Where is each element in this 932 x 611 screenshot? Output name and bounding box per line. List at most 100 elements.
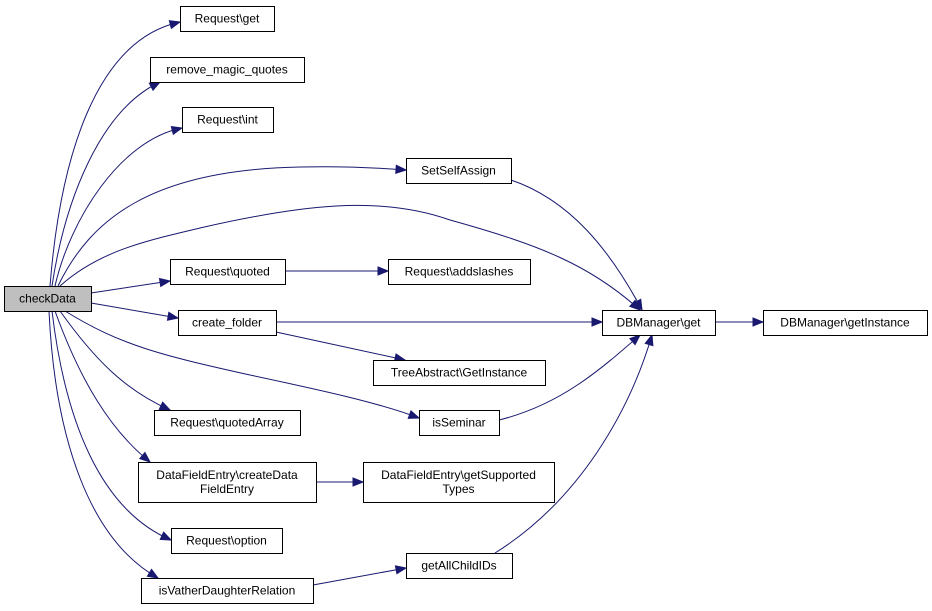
node-box[interactable] xyxy=(388,259,531,285)
node-box[interactable] xyxy=(154,410,301,436)
edge-line xyxy=(275,331,406,361)
edge-setselfassign-to-dbm_get xyxy=(510,179,643,312)
arrowhead-icon xyxy=(632,298,643,312)
arrowhead-icon xyxy=(628,334,642,346)
node-box[interactable] xyxy=(419,410,500,436)
node-box[interactable] xyxy=(182,107,274,133)
node-label: create_folder xyxy=(192,316,262,330)
edge-isseminar-to-dbm_get xyxy=(498,334,642,421)
edge-line xyxy=(57,166,407,287)
edge-checkData-to-remove_magic xyxy=(51,81,162,287)
edge-checkData-to-req_quoted xyxy=(90,277,172,294)
edge-dbm_get-to-dbm_getinstance xyxy=(715,317,765,327)
edge-req_quoted-to-req_addslashes xyxy=(285,266,390,276)
node-req-option[interactable]: Request\option xyxy=(171,528,283,554)
edge-line xyxy=(498,334,641,421)
node-dbm-get[interactable]: DBManager\get xyxy=(602,310,716,336)
arrowhead-icon xyxy=(170,125,184,136)
arrowhead-icon xyxy=(752,317,765,327)
edge-line xyxy=(494,334,653,554)
edge-line xyxy=(54,127,183,287)
edge-isvather-to-getallchildids xyxy=(312,565,408,586)
node-box[interactable] xyxy=(141,578,314,604)
node-label: Request\int xyxy=(197,113,258,127)
node-label: DataFieldEntry\getSupported xyxy=(381,468,536,482)
arrowhead-icon xyxy=(138,451,152,463)
arrowhead-icon xyxy=(168,20,182,30)
node-isseminar[interactable]: isSeminar xyxy=(419,410,500,436)
node-remove-magic[interactable]: remove_magic_quotes xyxy=(150,57,305,83)
node-label: Request\get xyxy=(195,12,260,26)
arrowhead-icon xyxy=(395,164,408,174)
edge-line xyxy=(312,567,407,586)
edge-line xyxy=(48,310,159,579)
nodes-layer: checkData Request\get remove_magic_quotesR… xyxy=(4,6,928,604)
node-req-quotedarray[interactable]: Request\quotedArray xyxy=(154,410,301,436)
arrowhead-icon xyxy=(159,531,173,541)
arrowhead-icon xyxy=(644,333,654,347)
node-box[interactable] xyxy=(373,360,546,386)
edge-checkData-to-isseminar xyxy=(64,310,421,419)
edge-line xyxy=(64,310,420,419)
edge-checkData-to-dbm_get xyxy=(59,204,642,311)
node-tree-getinstance[interactable]: TreeAbstract\GetInstance xyxy=(373,360,546,386)
arrowhead-icon xyxy=(166,311,180,321)
node-box[interactable] xyxy=(138,462,317,503)
node-label: Request\quoted xyxy=(185,265,270,279)
edge-getallchildids-to-dbm_get xyxy=(494,333,654,554)
arrowhead-icon xyxy=(158,401,172,411)
arrowhead-icon xyxy=(394,565,408,575)
node-box[interactable] xyxy=(406,553,513,579)
node-req-get[interactable]: Request\get xyxy=(180,6,275,32)
node-checkData[interactable]: checkData xyxy=(4,286,92,312)
node-label: Request\option xyxy=(186,534,267,548)
edge-checkData-to-dfe_create xyxy=(54,310,152,463)
node-box[interactable] xyxy=(178,310,277,336)
arrowhead-icon xyxy=(352,477,365,487)
arrowhead-icon xyxy=(148,81,162,92)
node-box[interactable] xyxy=(150,57,305,83)
node-req-quoted[interactable]: Request\quoted xyxy=(170,259,286,285)
node-label: Request\addslashes xyxy=(405,265,514,279)
edge-checkData-to-req_quotedarray xyxy=(59,310,172,411)
node-label: FieldEntry xyxy=(200,482,254,496)
node-label: DataFieldEntry\createData xyxy=(156,468,298,482)
node-box[interactable] xyxy=(406,158,512,184)
node-box[interactable] xyxy=(4,286,92,312)
node-setselfassign[interactable]: SetSelfAssign xyxy=(406,158,512,184)
edge-line xyxy=(90,280,171,294)
node-label: TreeAbstract\GetInstance xyxy=(391,366,528,380)
node-req-int[interactable]: Request\int xyxy=(182,107,274,133)
edge-line xyxy=(59,204,641,311)
edge-checkData-to-req_int xyxy=(54,125,184,287)
edge-checkData-to-create_folder xyxy=(90,302,180,321)
node-isvather[interactable]: isVatherDaughterRelation xyxy=(141,578,314,604)
node-req-addslashes[interactable]: Request\addslashes xyxy=(388,259,531,285)
edge-checkData-to-req_option xyxy=(51,310,173,541)
node-dbm-getinstance[interactable]: DBManager\getInstance xyxy=(763,310,928,336)
node-box[interactable] xyxy=(763,310,928,336)
edge-dfe_create-to-dfe_types xyxy=(316,477,365,487)
arrowhead-icon xyxy=(591,317,604,327)
node-label: checkData xyxy=(19,292,76,306)
node-box[interactable] xyxy=(170,259,286,285)
node-box[interactable] xyxy=(171,528,283,554)
edge-line xyxy=(510,179,643,311)
node-create-folder[interactable]: create_folder xyxy=(178,310,277,336)
arrowhead-icon xyxy=(158,277,172,288)
edge-line xyxy=(54,310,151,463)
node-label: DBManager\get xyxy=(616,316,701,330)
node-label: Types xyxy=(442,482,474,496)
edge-checkData-to-setselfassign xyxy=(57,164,408,287)
node-label: getAllChildIDs xyxy=(421,559,496,573)
arrowhead-icon xyxy=(377,266,390,276)
node-box[interactable] xyxy=(180,6,275,32)
node-label: SetSelfAssign xyxy=(421,164,496,178)
arrowhead-icon xyxy=(407,409,421,419)
node-box[interactable] xyxy=(363,462,555,503)
node-box[interactable] xyxy=(602,310,716,336)
node-getallchildids[interactable]: getAllChildIDs xyxy=(406,553,513,579)
